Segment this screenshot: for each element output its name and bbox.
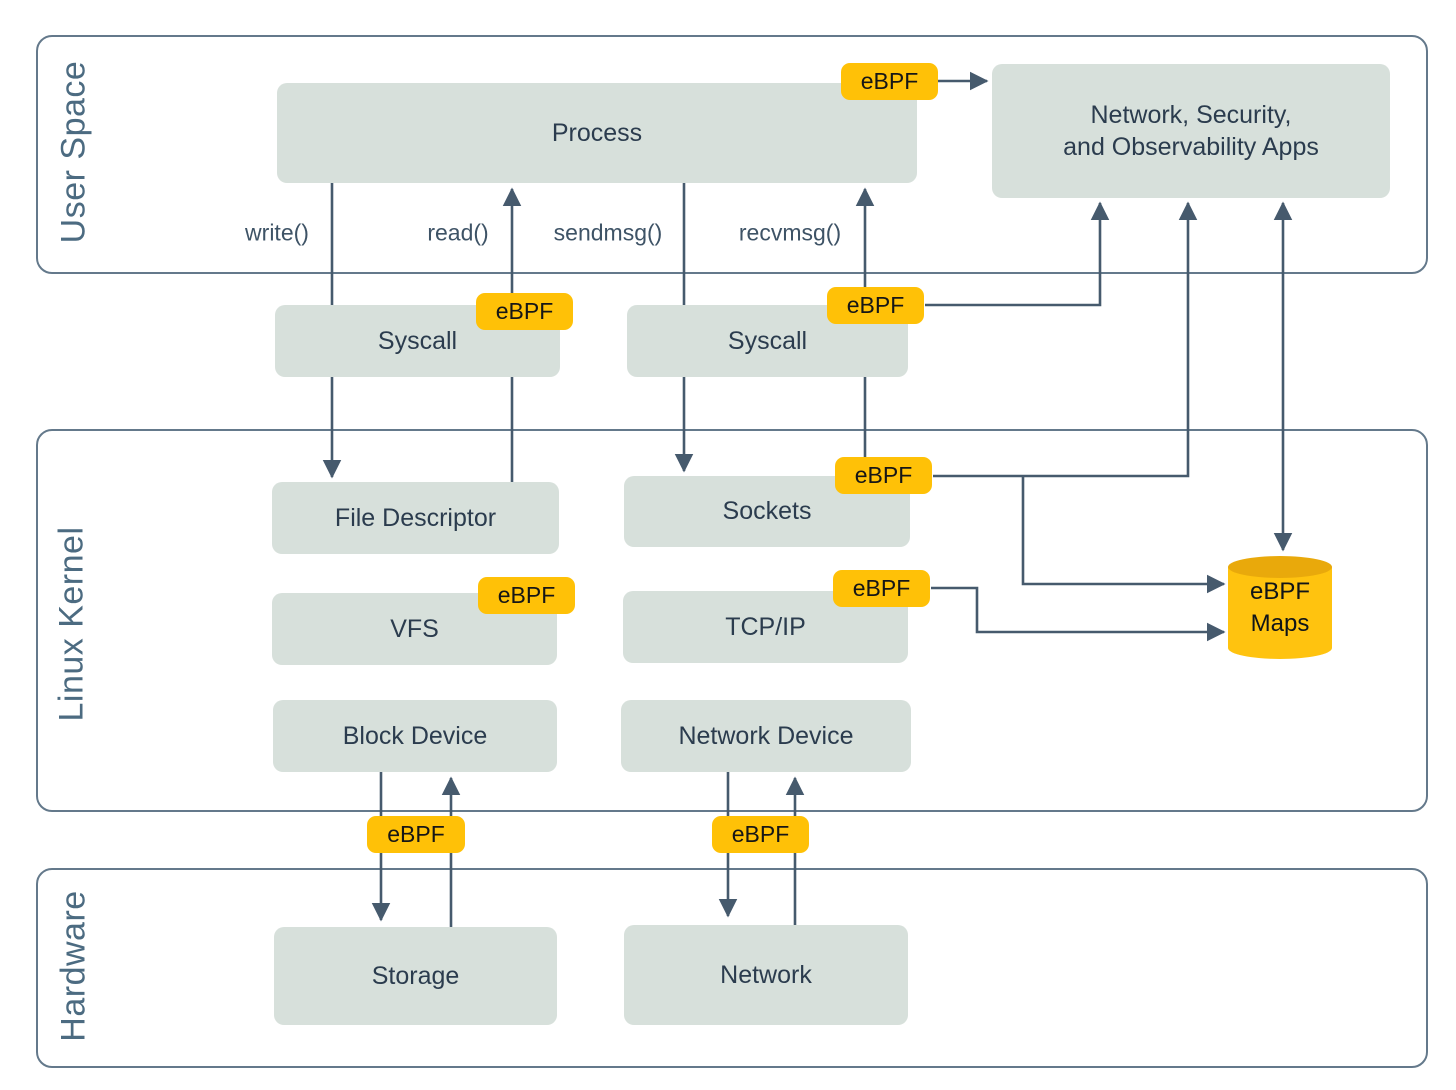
- user-space-container: [36, 35, 1428, 274]
- recvmsg-call-label: recvmsg(): [738, 219, 842, 246]
- ebpf-maps-line1: eBPF: [1249, 578, 1311, 606]
- arrow-tcpip-ebpf-to-maps: [931, 586, 1226, 642]
- ebpf-badge-block-device: eBPF: [367, 816, 465, 853]
- ebpf-badge-tcpip: eBPF: [833, 570, 930, 607]
- ebpf-badge-syscall-left: eBPF: [476, 293, 573, 330]
- apps-box-line2: and Observability Apps: [1063, 133, 1319, 161]
- arrow-sockets-ebpf-to-apps: [933, 201, 1198, 478]
- ebpf-badge-syscall-right: eBPF: [827, 287, 924, 324]
- network-box: Network: [624, 925, 908, 1025]
- ebpf-maps-line2: Maps: [1250, 610, 1310, 637]
- hardware-container: [36, 868, 1428, 1068]
- ebpf-maps-text: eBPF Maps: [1228, 556, 1332, 660]
- read-call-label: read(): [427, 219, 489, 246]
- ebpf-badge-vfs: eBPF: [478, 577, 575, 614]
- ebpf-badge-network-device: eBPF: [712, 816, 809, 853]
- block-device-box: Block Device: [273, 700, 557, 772]
- network-device-box: Network Device: [621, 700, 911, 772]
- apps-box-line1: Network, Security,: [1090, 100, 1292, 129]
- cylinder-shape: [1228, 556, 1332, 659]
- sockets-box: Sockets: [624, 476, 910, 547]
- linux-kernel-container: [36, 429, 1428, 812]
- process-box: Process: [277, 83, 917, 183]
- tcpip-box: TCP/IP: [623, 591, 908, 663]
- write-call-label: write(): [245, 219, 309, 246]
- arrow-syscall-ebpf-to-apps: [925, 201, 1110, 307]
- ebpf-badge-sockets: eBPF: [835, 457, 932, 494]
- apps-box: Network, Security, and Observability App…: [992, 64, 1390, 198]
- file-descriptor-box: File Descriptor: [272, 482, 559, 554]
- arrow-sockets-ebpf-to-maps: [1021, 476, 1226, 594]
- ebpf-maps-cylinder: eBPF Maps: [1228, 556, 1332, 660]
- sendmsg-call-label: sendmsg(): [553, 219, 663, 246]
- ebpf-badge-process: eBPF: [841, 63, 938, 100]
- storage-box: Storage: [274, 927, 557, 1025]
